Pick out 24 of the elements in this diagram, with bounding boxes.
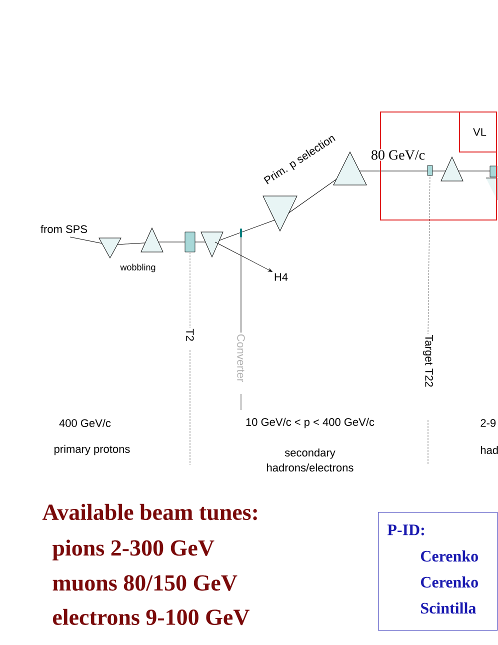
target-label: T2 <box>186 328 194 341</box>
region-box: VL <box>459 112 497 152</box>
leader-line <box>428 175 430 334</box>
tune-text: electrons 9-100 GeV <box>52 608 250 626</box>
pid-box: P-ID: Cerenko Cerenko Scintilla <box>378 512 498 631</box>
beam-label: had <box>480 446 498 454</box>
arrow <box>214 242 272 272</box>
target-label: Target T22 <box>423 334 433 387</box>
momentum-label: 80 GeV/c <box>370 149 426 161</box>
source-label: from SPS <box>40 224 87 234</box>
magnet-label: wobbling <box>120 264 156 272</box>
tune-text: pions 2-300 GeV <box>52 540 214 560</box>
target-box <box>184 232 196 252</box>
beam-label: H4 <box>274 273 288 281</box>
beam-label: primary protons <box>54 444 130 456</box>
converter-label: Converter <box>237 334 245 382</box>
momentum-label: 400 GeV/c <box>59 418 111 428</box>
tune-text: muons 80/150 GeV <box>52 575 238 591</box>
leader-line <box>240 237 242 333</box>
target-box <box>427 165 433 176</box>
heading: Available beam tunes: <box>42 504 257 520</box>
momentum-label: 2-9 <box>480 419 496 427</box>
momentum-label: 10 GeV/c < p < 400 GeV/c <box>246 418 374 428</box>
beam-label: secondary hadrons/electrons <box>267 448 354 472</box>
